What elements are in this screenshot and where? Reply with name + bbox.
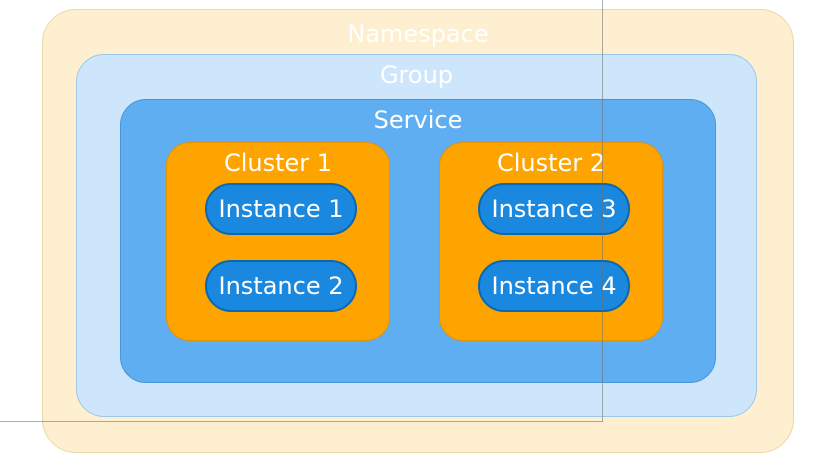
instance-4-node: Instance 4: [478, 260, 630, 312]
overlay-horizontal-line: [0, 421, 603, 422]
cluster-1-label: Cluster 1: [223, 149, 333, 177]
cluster-1-box: Cluster 1 Instance 1 Instance 2: [166, 142, 390, 341]
cluster-2-box: Cluster 2 Instance 3 Instance 4: [439, 142, 663, 341]
namespace-container: Namespace Group Service Cluster 1 Instan…: [42, 9, 794, 453]
group-label: Group: [379, 61, 454, 89]
cluster-2-label: Cluster 2: [496, 149, 606, 177]
instance-1-node: Instance 1: [205, 183, 357, 235]
namespace-label: Namespace: [347, 20, 489, 48]
group-container: Group Service Cluster 1 Instance 1 Insta…: [76, 54, 757, 417]
overlay-vertical-line: [602, 0, 603, 422]
service-container: Service Cluster 1 Instance 1 Instance 2 …: [120, 99, 716, 383]
service-label: Service: [373, 106, 463, 134]
instance-3-node: Instance 3: [478, 183, 630, 235]
instance-2-node: Instance 2: [205, 260, 357, 312]
